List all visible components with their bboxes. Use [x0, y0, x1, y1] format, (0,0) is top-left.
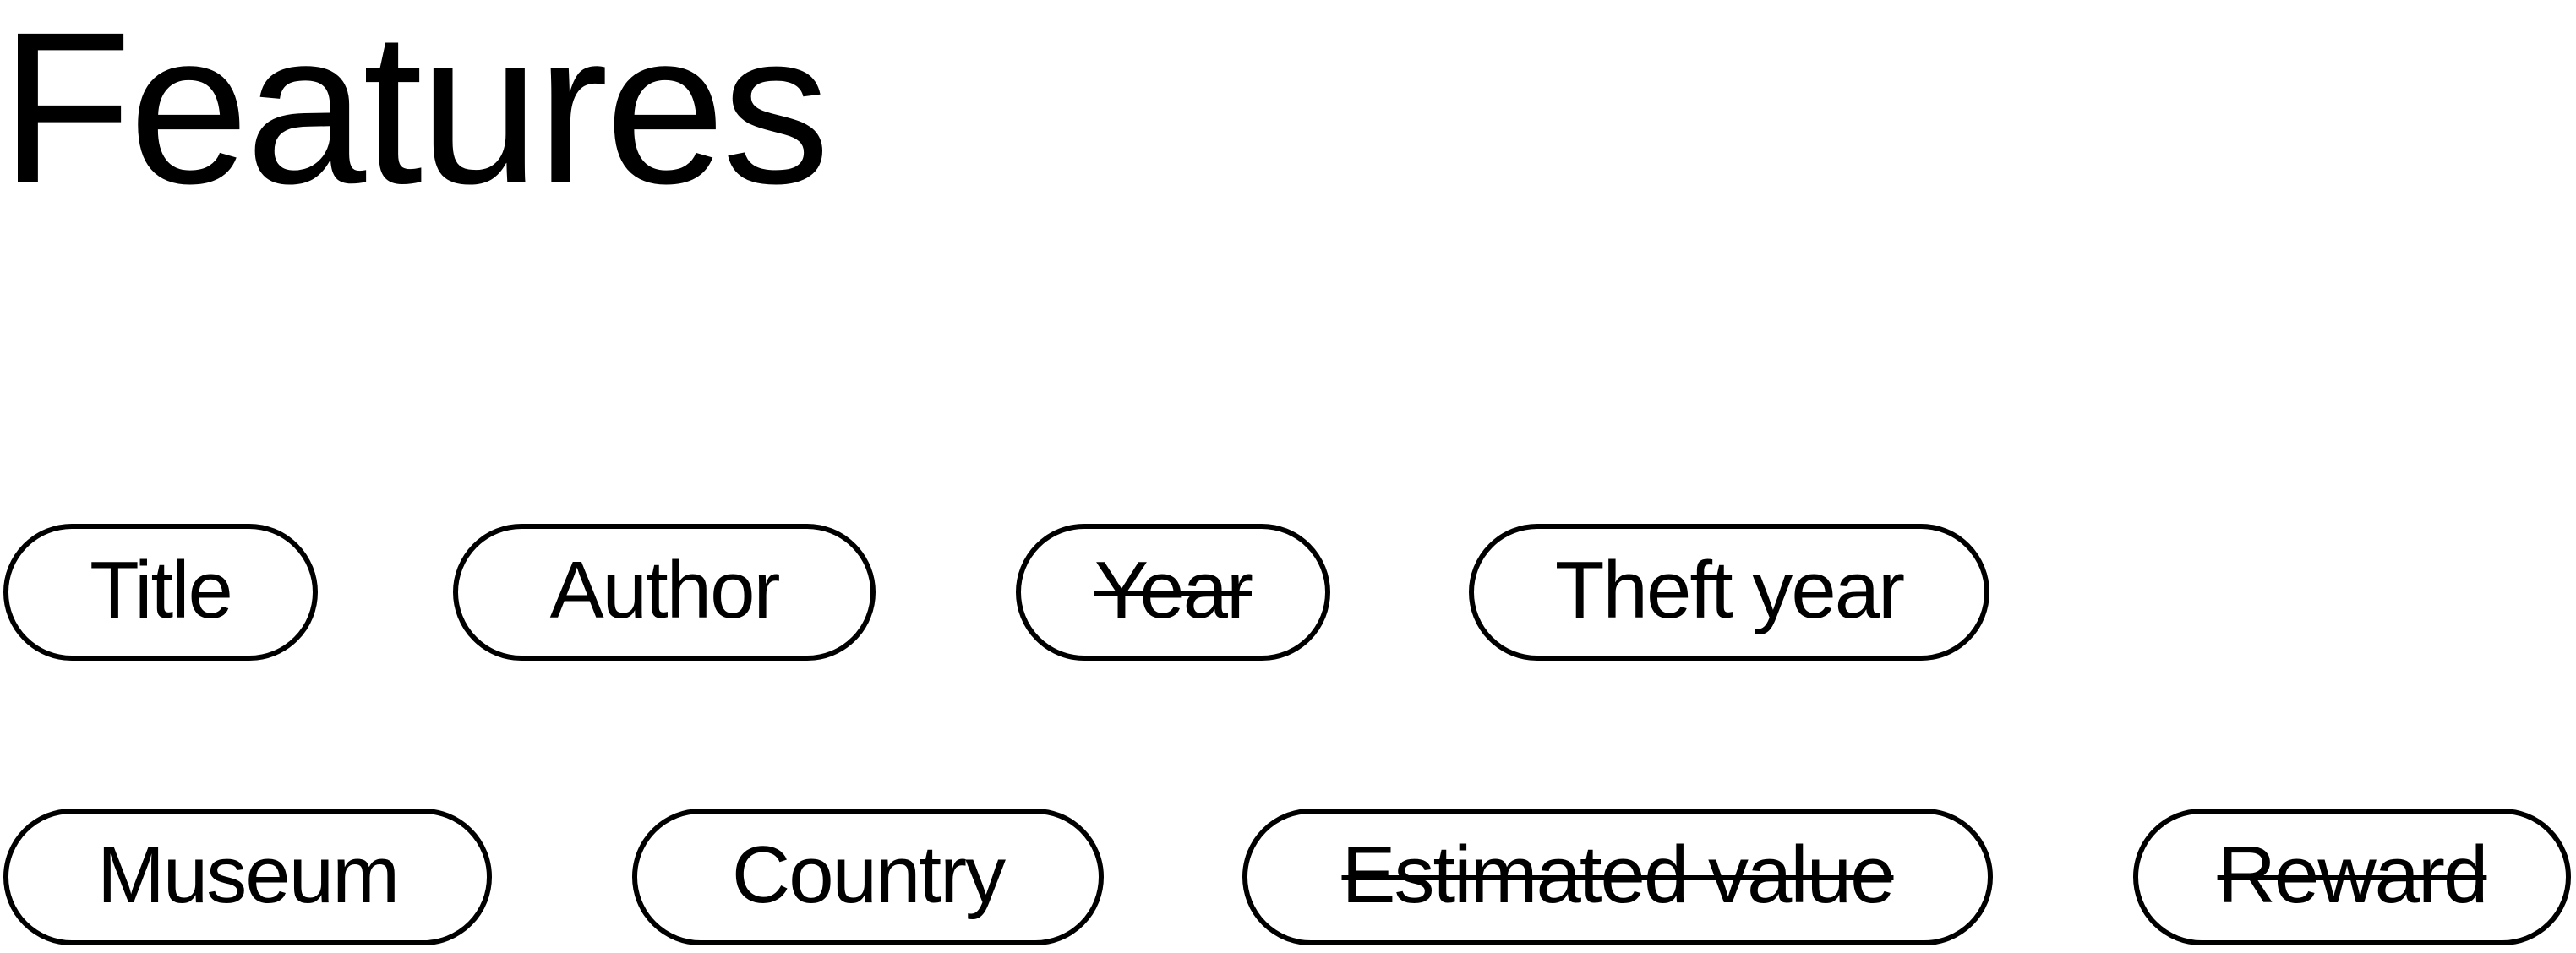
feature-chip-label: Estimated value [1341, 830, 1895, 920]
feature-chip-title[interactable]: Title [3, 524, 318, 661]
feature-chip-label: Museum [96, 830, 400, 920]
feature-chip-label: Author [549, 545, 781, 635]
feature-chip-museum[interactable]: Museum [3, 809, 492, 945]
feature-chip-label: Country [731, 830, 1006, 920]
feature-chip-country[interactable]: Country [632, 809, 1104, 945]
feature-chip-label: Title [90, 545, 233, 635]
feature-chip-reward[interactable]: Reward [2133, 809, 2571, 945]
feature-chip-label: Reward [2217, 830, 2489, 920]
feature-chip-year[interactable]: Year [1016, 524, 1330, 661]
feature-chip-theft-year[interactable]: Theft year [1469, 524, 1989, 661]
page-title: Features [0, 0, 830, 229]
feature-chip-author[interactable]: Author [453, 524, 876, 661]
feature-chip-label: Year [1094, 545, 1253, 635]
feature-chip-estimated-value[interactable]: Estimated value [1242, 809, 1993, 945]
feature-chip-label: Theft year [1554, 545, 1905, 635]
